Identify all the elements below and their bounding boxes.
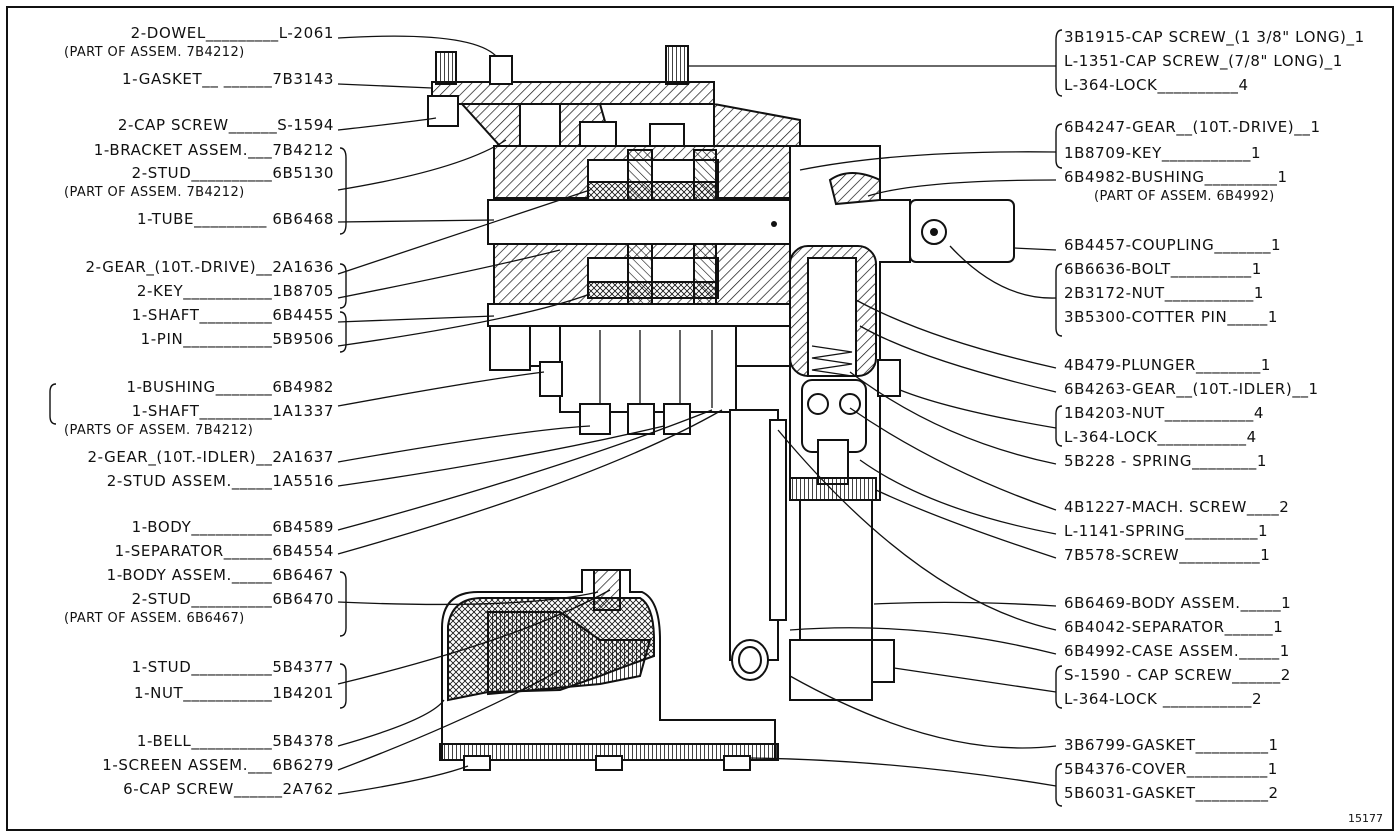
right-part-label: L-364-LOCK___________4 [1064, 428, 1257, 447]
right-part-label: 1B4203-NUT___________4 [1064, 404, 1264, 423]
left-part-label: 2-STUD ASSEM._____1A5516 [107, 472, 334, 491]
right-part-label: 6B6636-BOLT__________1 [1064, 260, 1262, 279]
left-part-label: 1-BELL__________5B4378 [137, 732, 334, 751]
left-group-brackets [49, 147, 347, 709]
left-part-sublabel: (PART OF ASSEM. 7B4212) [64, 185, 245, 200]
right-part-label: 3B5300-COTTER PIN_____1 [1064, 308, 1278, 327]
right-part-label: S-1590 - CAP SCREW______2 [1064, 666, 1291, 685]
right-part-label: 6B4457-COUPLING_______1 [1064, 236, 1281, 255]
left-part-sublabel: (PART OF ASSEM. 6B6467) [64, 611, 245, 626]
right-part-label: 4B479-PLUNGER________1 [1064, 356, 1271, 375]
left-part-label: 2-CAP SCREW______S-1594 [118, 116, 334, 135]
right-part-label: 5B6031-GASKET_________2 [1064, 784, 1279, 803]
left-part-sublabel: (PART OF ASSEM. 7B4212) [64, 45, 245, 60]
left-part-label: 1-SHAFT_________1A1337 [132, 402, 334, 421]
rib-section [539, 325, 737, 435]
case-assembly [729, 409, 895, 701]
right-part-label: 7B578-SCREW__________1 [1064, 546, 1270, 565]
left-part-sublabel: (PARTS OF ASSEM. 7B4212) [64, 423, 253, 438]
left-part-label: 1-PIN___________5B9506 [141, 330, 334, 349]
gear-body [487, 145, 799, 371]
left-part-label: 1-BUSHING_______6B4982 [127, 378, 334, 397]
left-part-label: 1-SCREEN ASSEM.___6B6279 [102, 756, 334, 775]
left-leader-lines [337, 35, 723, 795]
plunger-housing [789, 145, 1015, 501]
right-part-label: 1B8709-KEY___________1 [1064, 144, 1261, 163]
right-part-label: 3B1915-CAP SCREW_(1 3/8" LONG)_1 [1064, 28, 1365, 47]
right-leader-lines [688, 65, 1057, 787]
left-part-label: 1-BRACKET ASSEM.___7B4212 [94, 141, 334, 160]
left-part-label: 2-GEAR_(10T.-IDLER)__2A1637 [87, 448, 334, 467]
bell-and-screen [439, 569, 779, 771]
right-part-label: 6B4247-GEAR__(10T.-DRIVE)__1 [1064, 118, 1321, 137]
right-part-label: 6B4042-SEPARATOR______1 [1064, 618, 1283, 637]
right-group-brackets [1055, 29, 1063, 807]
left-part-label: 1-TUBE_________ 6B6468 [137, 210, 334, 229]
bracket-assembly [427, 45, 801, 151]
left-part-label: 2-STUD__________6B6470 [132, 590, 334, 609]
right-part-label: 6B4982-BUSHING_________1 [1064, 168, 1288, 187]
right-part-label: 5B228 - SPRING________1 [1064, 452, 1267, 471]
left-part-label: 1-NUT___________1B4201 [134, 684, 334, 703]
left-parts-list: 2-DOWEL_________L-2061 (PART OF ASSEM. 7B… [64, 24, 334, 799]
right-part-label: 4B1227-MACH. SCREW____2 [1064, 498, 1289, 517]
left-part-label: 2-DOWEL_________L-2061 [131, 24, 334, 43]
right-part-label: 6B6469-BODY ASSEM._____1 [1064, 594, 1291, 613]
right-part-label: L-1351-CAP SCREW_(7/8" LONG)_1 [1064, 52, 1343, 71]
left-part-label: 1-GASKET__ ______7B3143 [122, 70, 334, 89]
left-part-label: 1-STUD__________5B4377 [132, 658, 334, 677]
right-part-label: L-364-LOCK ___________2 [1064, 690, 1262, 709]
right-part-label: L-1141-SPRING_________1 [1064, 522, 1268, 541]
right-part-label: 6B4992-CASE ASSEM._____1 [1064, 642, 1290, 661]
right-part-label: 6B4263-GEAR__(10T.-IDLER)__1 [1064, 380, 1319, 399]
left-part-label: 1-SEPARATOR______6B4554 [115, 542, 334, 561]
right-part-label: L-364-LOCK__________4 [1064, 76, 1249, 95]
right-part-label: 3B6799-GASKET_________1 [1064, 736, 1279, 755]
figure-number: 15177 [1348, 812, 1383, 825]
left-part-label: 1-BODY__________6B4589 [132, 518, 334, 537]
left-part-label: 1-BODY ASSEM._____6B6467 [107, 566, 334, 585]
diagram-border [6, 6, 1394, 831]
right-part-label: 2B3172-NUT___________1 [1064, 284, 1264, 303]
right-part-label: 5B4376-COVER__________1 [1064, 760, 1278, 779]
left-part-label: 2-STUD__________6B5130 [132, 164, 334, 183]
left-part-label: 2-KEY___________1B8705 [137, 282, 334, 301]
right-part-sublabel: (PART OF ASSEM. 6B4992) [1094, 189, 1275, 204]
left-part-label: 6-CAP SCREW______2A762 [123, 780, 334, 799]
left-part-label: 1-SHAFT_________6B4455 [132, 306, 334, 325]
left-part-label: 2-GEAR_(10T.-DRIVE)__2A1636 [86, 258, 334, 277]
right-parts-list: 3B1915-CAP SCREW_(1 3/8" LONG)_1L-1351-C… [1064, 28, 1365, 803]
